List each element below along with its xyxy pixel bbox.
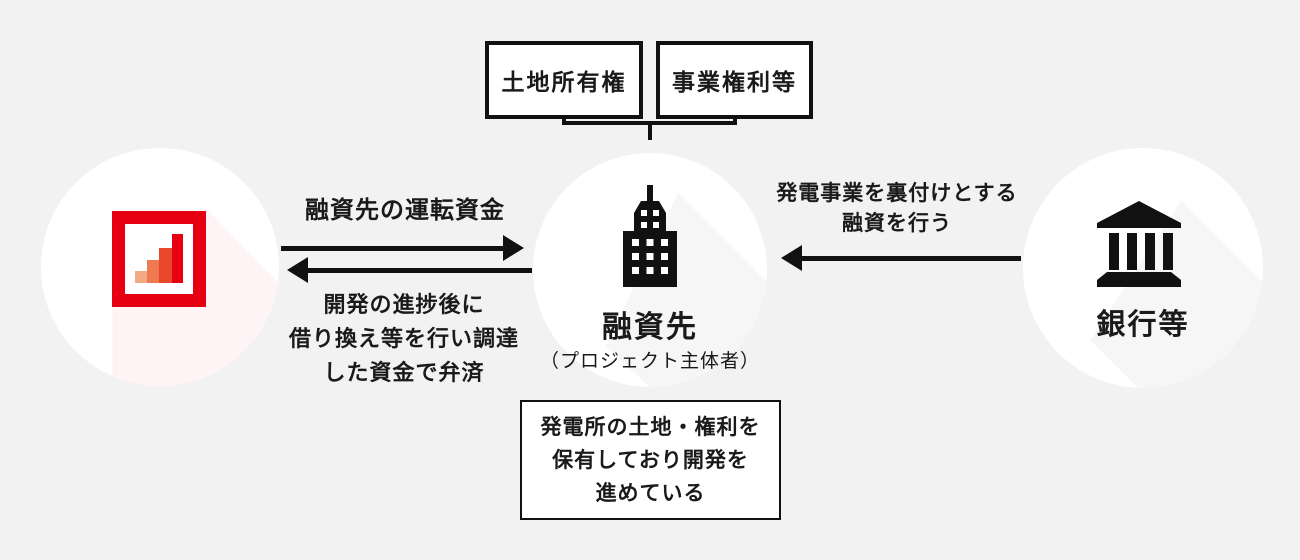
- loan-arrowhead-left: [781, 245, 802, 271]
- connector-stub-center: [648, 123, 652, 140]
- bank-title: 銀行等: [1096, 309, 1190, 341]
- land-ownership-box: 土地所有権: [485, 41, 643, 119]
- logo-bar-4: [172, 234, 183, 283]
- logo-bar-1: [135, 271, 147, 283]
- bank-circle: [1023, 148, 1263, 388]
- logo-bar-2: [147, 260, 159, 283]
- note-line2: 保有しており開発を: [552, 448, 749, 472]
- repayment-label: 開発の進捗後に 借り換え等を行い調達 した資金で弁済: [268, 288, 540, 390]
- business-rights-box: 事業権利等: [656, 41, 813, 119]
- loan-arrow-shaft: [801, 256, 1021, 261]
- repayment-label-line1: 開発の進捗後に: [323, 292, 485, 317]
- logo-bars: [135, 234, 183, 283]
- bank-icon: [1097, 201, 1181, 287]
- repayment-label-line2: 借り換え等を行い調達: [288, 326, 519, 351]
- borrower-title: 融資先: [602, 311, 698, 344]
- business-rights-label: 事業権利等: [672, 69, 797, 95]
- working-capital-label: 融資先の運転資金: [305, 197, 505, 224]
- working-capital-arrow-shaft: [281, 246, 504, 251]
- borrower-circle: [533, 153, 767, 387]
- note-line1: 発電所の土地・権利を: [540, 415, 761, 439]
- land-ownership-label: 土地所有権: [501, 69, 627, 95]
- loan-label-line1: 発電事業を裏付けとする: [776, 182, 1018, 205]
- bar-chart-logo-icon: [112, 211, 206, 307]
- borrower-subtitle: （プロジェクト主体者）: [539, 351, 760, 372]
- working-capital-arrowhead-right: [503, 235, 524, 261]
- note-line3: 進めている: [595, 481, 706, 505]
- repayment-label-line3: した資金で弁済: [323, 360, 485, 385]
- logo-bar-3: [159, 248, 172, 283]
- repayment-arrowhead-left: [287, 257, 308, 283]
- building-icon: [623, 185, 677, 287]
- company-circle: [41, 148, 279, 386]
- borrower-note-box: 発電所の土地・権利を 保有しており開発を 進めている: [520, 400, 781, 520]
- loan-label-line2: 融資を行う: [842, 212, 952, 235]
- repayment-arrow-shaft: [307, 268, 532, 273]
- loan-label: 発電事業を裏付けとする 融資を行う: [769, 179, 1025, 239]
